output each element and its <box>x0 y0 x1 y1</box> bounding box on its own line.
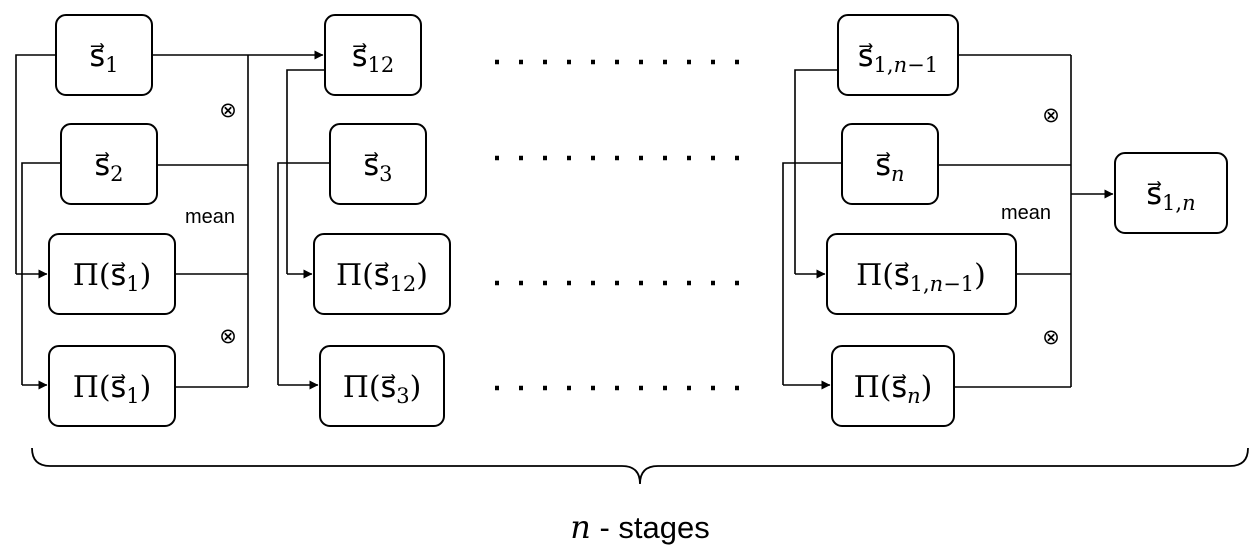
svg-text:Π(s⃗1,n−1): Π(s⃗1,n−1) <box>856 258 986 296</box>
stage-1-connectors <box>15 50 324 390</box>
svg-text:Π(s⃗1): Π(s⃗1) <box>73 258 152 296</box>
svg-text:s⃗2: s⃗2 <box>94 148 123 186</box>
pi-s1n-minus-1-box: Π(s⃗1,n−1) <box>826 233 1017 315</box>
svg-text:s⃗1: s⃗1 <box>89 39 118 77</box>
stages-caption: n - stages <box>570 508 710 546</box>
sn-feed-line <box>782 162 842 385</box>
svg-text:Π(s⃗n): Π(s⃗n) <box>854 370 933 408</box>
s2-box: s⃗2 <box>60 123 158 205</box>
svg-text:Π(s⃗3): Π(s⃗3) <box>343 370 422 408</box>
s1-feed-line <box>15 54 56 274</box>
pi-sn-box: Π(s⃗n) <box>831 345 955 427</box>
stage-n-connectors <box>782 54 1114 390</box>
operator-labels: ⊗ ⊗ mean ⊗ ⊗ mean <box>185 98 1060 349</box>
s12-box: s⃗12 <box>324 14 422 96</box>
stages-brace <box>31 447 1249 485</box>
svg-text:s⃗n: s⃗n <box>875 148 904 186</box>
svg-text:s⃗12: s⃗12 <box>352 39 394 77</box>
pi-s1-box: Π(s⃗1) <box>48 345 176 427</box>
svg-text:s⃗1,n−1: s⃗1,n−1 <box>858 39 938 77</box>
s2-feed-line <box>21 162 61 385</box>
pi-s1-box: Π(s⃗1) <box>48 233 176 315</box>
otimes-symbol: ⊗ <box>219 98 237 122</box>
s1n-minus-1-box: s⃗1,n−1 <box>837 14 959 96</box>
otimes-symbol: ⊗ <box>1042 325 1060 349</box>
sn-box: s⃗n <box>841 123 939 205</box>
svg-text:s⃗3: s⃗3 <box>363 148 392 186</box>
pi-s12-box: Π(s⃗12) <box>313 233 451 315</box>
svg-text:Π(s⃗12): Π(s⃗12) <box>336 258 428 296</box>
mean-label: mean <box>1001 202 1051 224</box>
s3-box: s⃗3 <box>329 123 427 205</box>
pi-s3-box: Π(s⃗3) <box>319 345 445 427</box>
s12-feed-line <box>286 69 325 274</box>
continuation-dots <box>495 59 755 391</box>
mean-label: mean <box>185 206 235 228</box>
otimes-symbol: ⊗ <box>219 324 237 348</box>
svg-text:Π(s⃗1): Π(s⃗1) <box>73 370 152 408</box>
s1-box: s⃗1 <box>55 14 153 96</box>
s3-feed-line <box>277 162 330 385</box>
otimes-symbol: ⊗ <box>1042 103 1060 127</box>
s1n1-feed-line <box>794 69 838 274</box>
s1n-output-box: s⃗1,n <box>1114 152 1228 234</box>
svg-text:s⃗1,n: s⃗1,n <box>1146 177 1195 215</box>
stage-2-connectors <box>277 69 330 390</box>
